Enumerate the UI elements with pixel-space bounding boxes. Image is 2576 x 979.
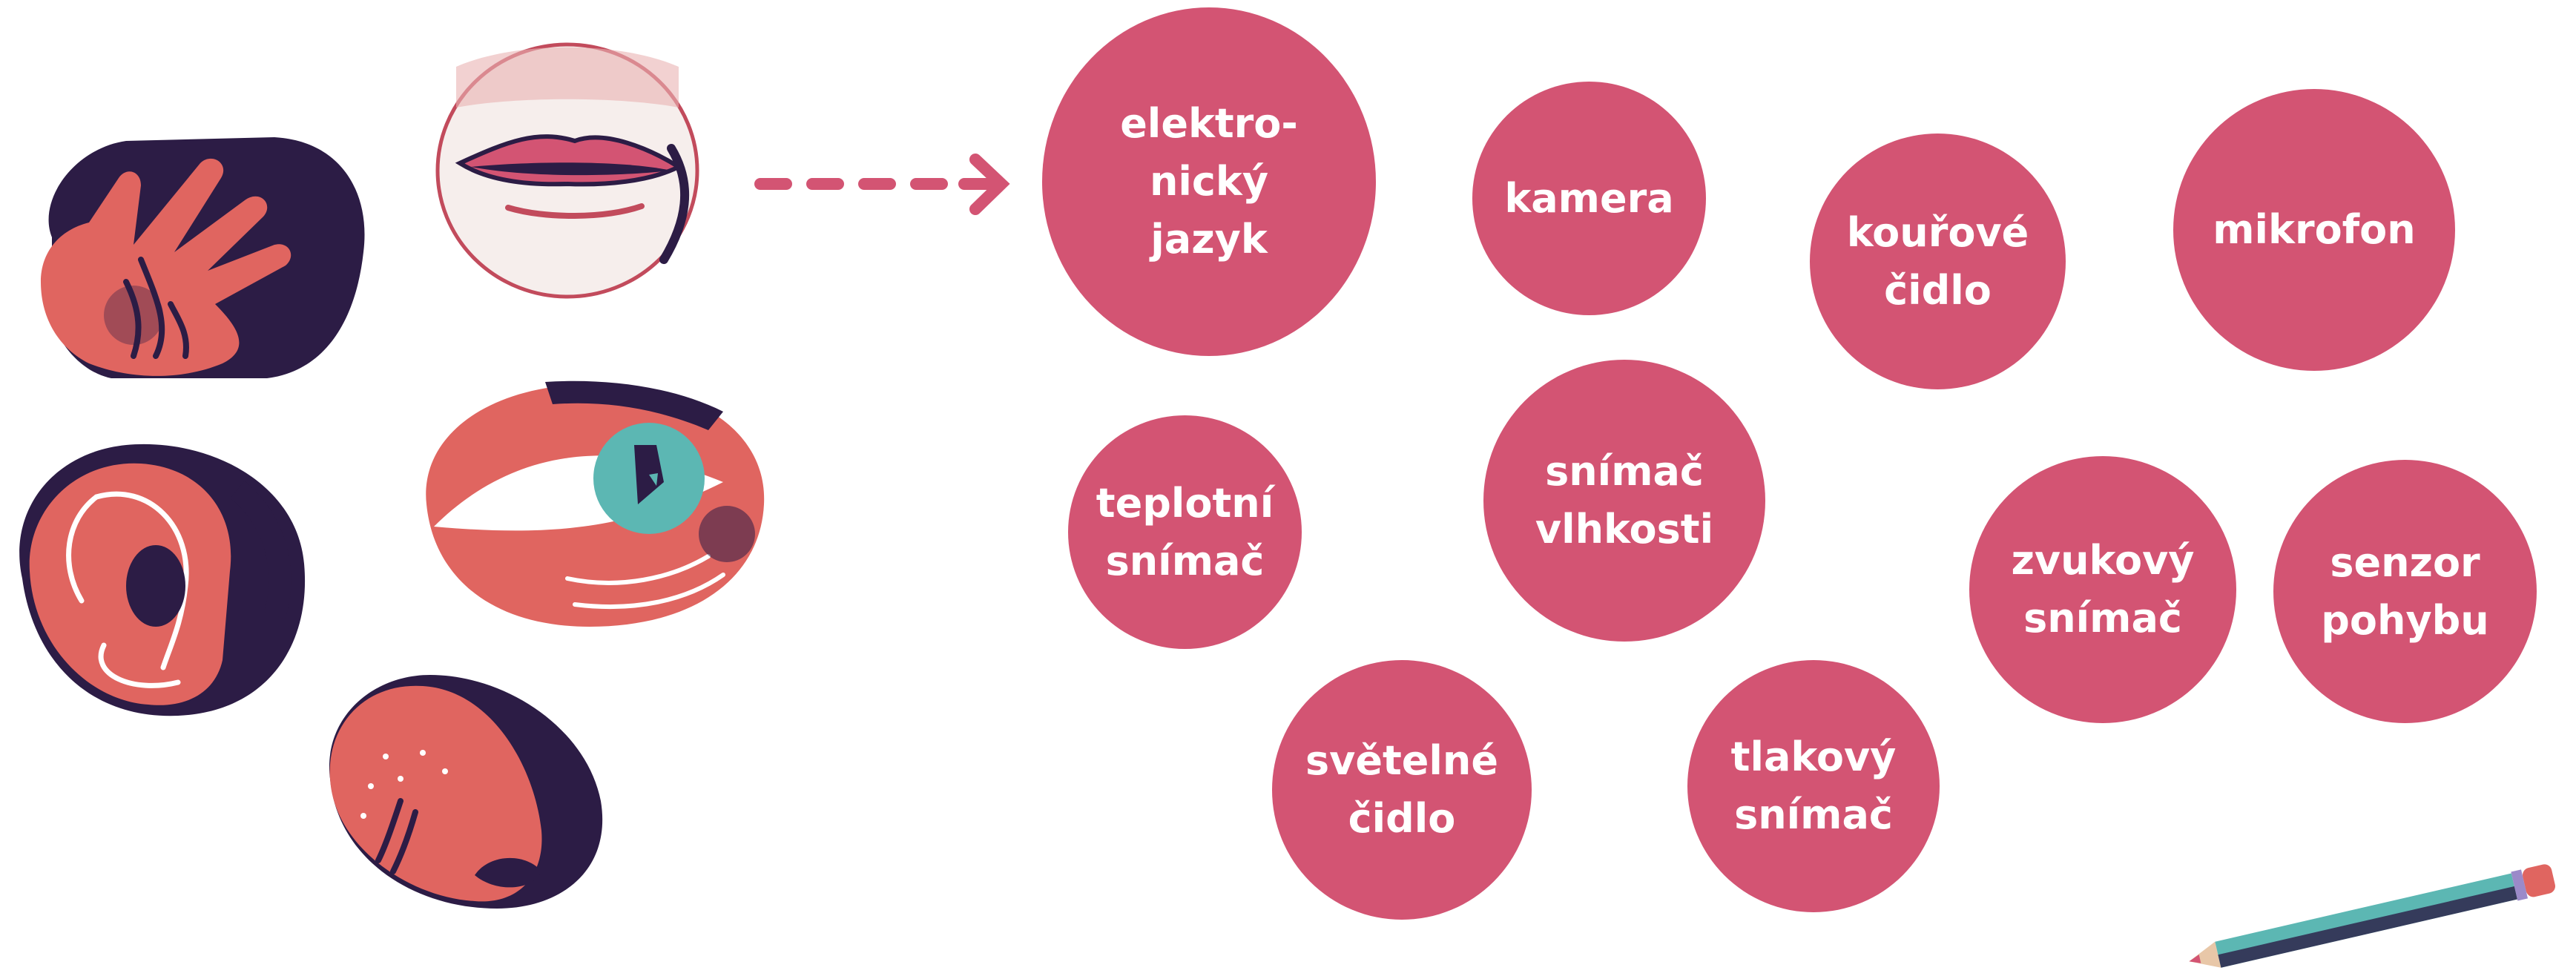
dashed-arrow-icon bbox=[754, 154, 1010, 215]
ear-icon bbox=[19, 444, 306, 716]
bubble-zvukovy-snimac: zvukový snímač bbox=[1969, 456, 2236, 723]
bubble-svetelne-cidlo: světelné čidlo bbox=[1272, 660, 1532, 920]
bubble-elektronicky-jazyk: elektro- nický jazyk bbox=[1042, 7, 1376, 356]
bubble-mikrofon: mikrofon bbox=[2173, 89, 2455, 371]
bubble-kourove-cidlo: kouřové čidlo bbox=[1810, 134, 2066, 389]
bubble-kamera: kamera bbox=[1472, 82, 1706, 315]
bubble-snimac-vlhkosti: snímač vlhkosti bbox=[1483, 360, 1765, 642]
bubble-teplotni-snimac: teplotní snímač bbox=[1068, 415, 1302, 649]
nose-icon bbox=[329, 675, 603, 909]
bubble-senzor-pohybu: senzor pohybu bbox=[2273, 460, 2537, 723]
mouth-icon bbox=[435, 42, 699, 299]
pencil-icon bbox=[2189, 864, 2555, 968]
hand-icon bbox=[41, 137, 365, 378]
bubble-tlakovy-snimac: tlakový snímač bbox=[1687, 660, 1940, 912]
eye-icon bbox=[426, 380, 765, 627]
